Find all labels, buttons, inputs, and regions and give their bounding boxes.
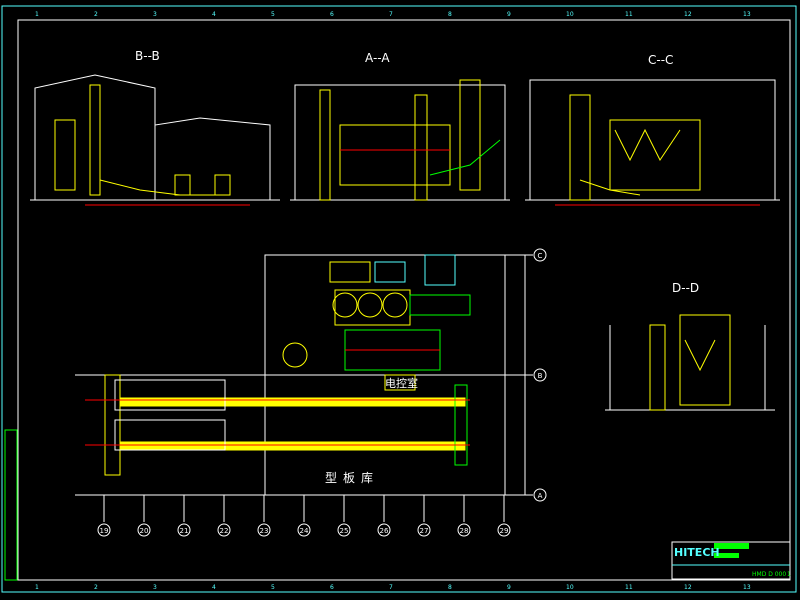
axis-bubble [97, 523, 111, 537]
ruler-label: 9 [507, 584, 511, 591]
axis-bubble [217, 523, 231, 537]
grid-axes: 19 20 21 22 23 24 25 26 27 28 29 C B A [97, 248, 547, 537]
section-cc [525, 79, 780, 206]
ruler-label: 3 [153, 584, 157, 591]
axis-bubble [377, 523, 391, 537]
title-block: HITECH HMD D 000 1 [671, 541, 791, 580]
ruler-label: 6 [330, 584, 334, 591]
section-aa [290, 79, 510, 201]
drawing-number: HMD D 000 [752, 571, 786, 578]
company-logo: HITECH [674, 546, 720, 559]
axis-bubble [337, 523, 351, 537]
axis-label: 19 [100, 527, 109, 535]
section-cc-title: C--C [648, 53, 673, 67]
ruler-label: 4 [212, 11, 216, 18]
axis-bubble [177, 523, 191, 537]
ruler-label: 12 [684, 584, 692, 591]
drawing-frame [17, 19, 791, 581]
ruler-label: 12 [684, 11, 692, 18]
ruler-label: 8 [448, 584, 452, 591]
axis-label: 28 [460, 527, 469, 535]
section-dd [605, 314, 775, 411]
sheet-number: 1 [787, 571, 791, 578]
axis-label: 24 [300, 527, 309, 535]
axis-label: 25 [340, 527, 349, 535]
ruler-label: 11 [625, 584, 633, 591]
axis-bubble [417, 523, 431, 537]
ruler-label: 4 [212, 584, 216, 591]
ruler-label: 5 [271, 11, 275, 18]
ruler-label: 9 [507, 11, 511, 18]
axis-bubble [297, 523, 311, 537]
axis-bubble [137, 523, 151, 537]
ruler-label: 3 [153, 11, 157, 18]
axis-bubble [497, 523, 511, 537]
ruler-label: 1 [35, 11, 39, 18]
control-room-label: 电控室 [385, 376, 418, 390]
axis-label: 23 [260, 527, 269, 535]
axis-label: 27 [420, 527, 429, 535]
ruler-label: 10 [566, 11, 574, 18]
ruler-label: 6 [330, 11, 334, 18]
axis-bubble [533, 368, 547, 382]
section-dd-title: D--D [672, 281, 699, 295]
template-store-label: 型板库 [325, 470, 379, 485]
axis-label: 22 [220, 527, 229, 535]
axis-label: 21 [180, 527, 189, 535]
axis-label: B [538, 372, 543, 380]
ruler-label: 1 [35, 584, 39, 591]
ruler-label: 11 [625, 11, 633, 18]
ruler-label: 8 [448, 11, 452, 18]
ruler-label: 7 [389, 584, 393, 591]
ruler-label: 2 [94, 11, 98, 18]
plan-view [75, 254, 526, 496]
section-bb-title: B--B [135, 49, 160, 63]
section-bb [30, 74, 280, 206]
ruler-label: 5 [271, 584, 275, 591]
axis-label: 20 [140, 527, 149, 535]
axis-bubble [533, 248, 547, 262]
axis-bubble [533, 488, 547, 502]
ruler-label: 13 [743, 11, 751, 18]
sheet-border [1, 5, 797, 593]
axis-label: A [538, 492, 543, 500]
revision-strip [4, 429, 18, 581]
axis-bubble [257, 523, 271, 537]
section-aa-title: A--A [365, 51, 390, 65]
axis-bubble [457, 523, 471, 537]
ruler-label: 7 [389, 11, 393, 18]
axis-label: C [538, 252, 543, 260]
axis-label: 26 [380, 527, 389, 535]
ruler-label: 10 [566, 584, 574, 591]
ruler-label: 13 [743, 584, 751, 591]
ruler-label: 2 [94, 584, 98, 591]
axis-label: 29 [500, 527, 509, 535]
